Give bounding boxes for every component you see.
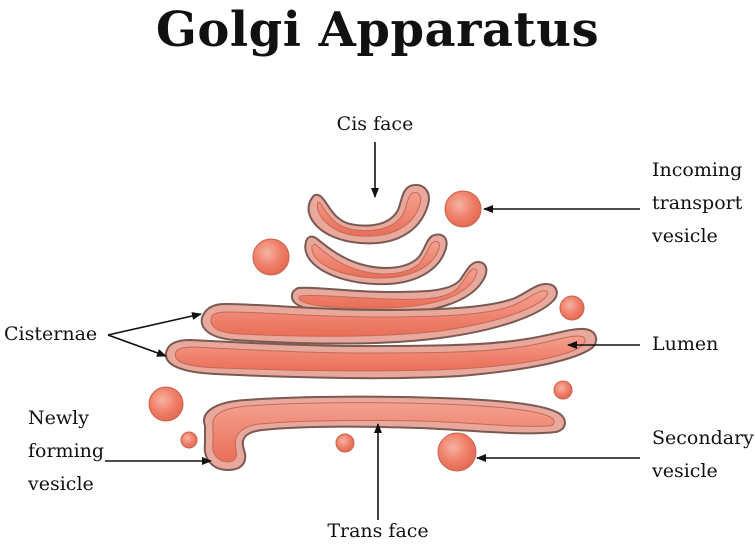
label-newly-line-1: Newly [28,407,89,429]
arrow-cisternae-upper [107,312,202,336]
label-incoming-transport-vesicle: Incoming transport vesicle [652,154,742,253]
secondary-vesicle [437,432,477,472]
cisterna-1 [307,184,430,245]
cisterna-5 [165,327,598,380]
label-secondary-line-1: Secondary [652,427,754,449]
vesicle-right-small [559,295,585,321]
label-secondary-line-2: vesicle [652,460,718,482]
cisterna-1-lumen [316,191,422,237]
vesicle-left-upper [252,238,290,276]
diagram-title: Golgi Apparatus [155,2,600,58]
label-newly-line-2: forming [28,440,105,462]
label-newly-line-3: vesicle [28,473,94,495]
label-cisternae: Cisternae [4,323,98,345]
vesicle-left-lower [148,386,184,422]
cisterna-3-lumen [298,268,478,309]
incoming-transport-vesicle [444,190,482,228]
cisterna-4-lumen [210,290,549,337]
label-trans-face: Trans face [327,520,429,542]
cisterna-2-lumen [311,240,440,279]
vesicle-right-tiny [553,380,573,400]
vesicle-bottom-center-tiny [335,433,355,453]
label-incoming-line-2: transport [652,192,743,214]
label-secondary-vesicle: Secondary vesicle [652,422,754,488]
arrow-cisternae-lower [107,334,167,357]
label-newly-forming-vesicle: Newly forming vesicle [28,402,104,501]
label-incoming-line-1: Incoming [652,159,743,181]
cisterna-6 [203,395,566,472]
cisterna-4 [200,282,558,345]
vesicle-bottom-left-tiny [180,431,198,449]
label-lumen: Lumen [652,333,719,355]
label-incoming-line-3: vesicle [652,225,718,247]
cisterna-2 [304,233,448,286]
label-cis-face: Cis face [336,113,414,135]
cisterna-6-lumen [212,402,555,463]
cisterna-5-lumen [174,335,586,372]
